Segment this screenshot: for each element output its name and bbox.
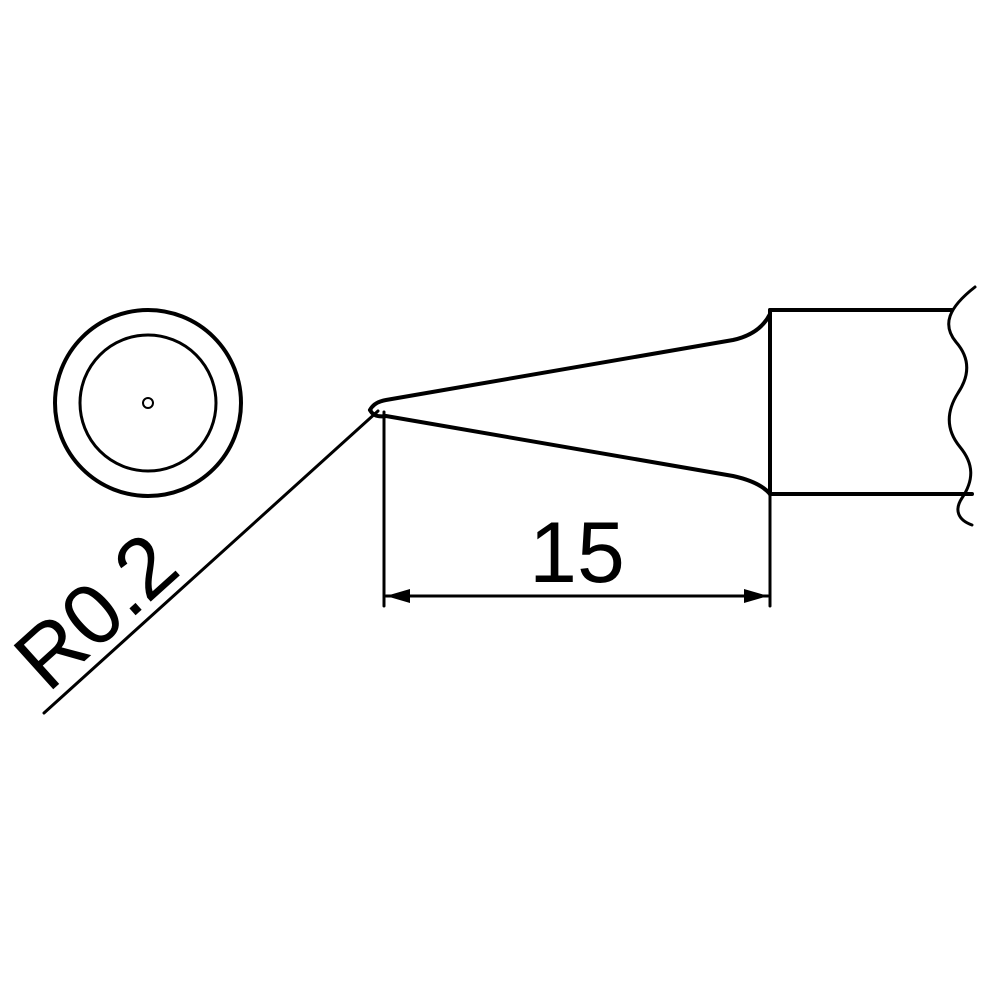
length-label: 15 [529, 505, 625, 601]
dimension-arrow-right [744, 589, 768, 603]
shaft-break-line [947, 285, 977, 527]
tip-upper-profile [368, 312, 772, 412]
end-view-inner-circle [78, 333, 218, 473]
length-dimension: 15 [382, 410, 772, 608]
radius-label: R0.2 [0, 515, 196, 708]
end-view-outer-circle [53, 308, 243, 498]
tip-end-view [53, 308, 243, 498]
dimension-arrow-left [386, 589, 410, 603]
radius-leader-line [42, 409, 380, 715]
tip-lower-profile [368, 408, 772, 496]
end-view-center-dot [142, 397, 154, 409]
tip-side-view [368, 285, 977, 527]
